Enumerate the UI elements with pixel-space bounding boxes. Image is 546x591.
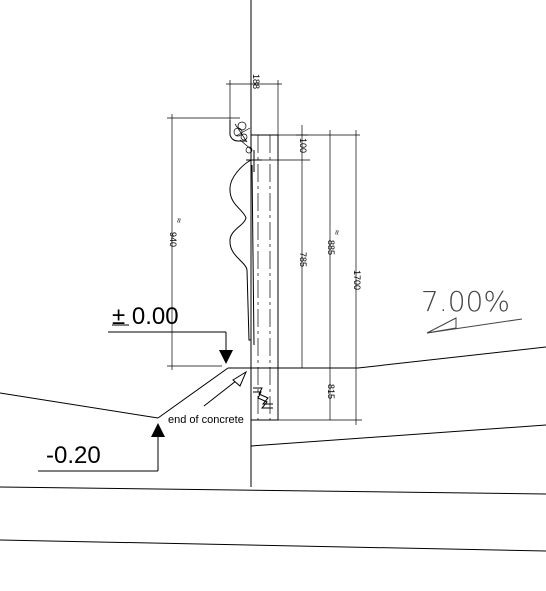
dim-right-height: 885 <box>326 240 336 255</box>
level-marker-upper: ± 0.00 <box>108 303 233 364</box>
dim-top-width: 188 <box>251 74 261 89</box>
dim-right-marker: ≈ <box>332 230 342 235</box>
dim-left-marker: ≈ <box>174 218 184 223</box>
dim-left-height: 940 <box>168 232 178 247</box>
w-beam-profile <box>229 120 262 346</box>
slope-indicator: 7.00% <box>421 285 523 334</box>
slope-label: 7.00% <box>421 285 510 318</box>
dim-mid-height: 785 <box>298 252 308 267</box>
level-marker-lower: -0.20 <box>38 423 165 472</box>
level-upper-label: ± 0.00 <box>112 303 179 330</box>
dim-embed-depth: 815 <box>326 384 336 399</box>
dimension-labels: 188 100 940 ≈ 785 885 ≈ 1700 815 <box>168 74 362 399</box>
guardrail-post <box>250 134 279 421</box>
level-lower-label: -0.20 <box>46 442 101 469</box>
dimension-lines <box>167 80 362 425</box>
dim-cap-offset: 100 <box>298 138 308 153</box>
dim-total-height: 1700 <box>352 270 362 290</box>
end-of-concrete-label: end of concrete <box>168 414 244 426</box>
end-of-concrete-note: end of concrete <box>168 370 248 426</box>
